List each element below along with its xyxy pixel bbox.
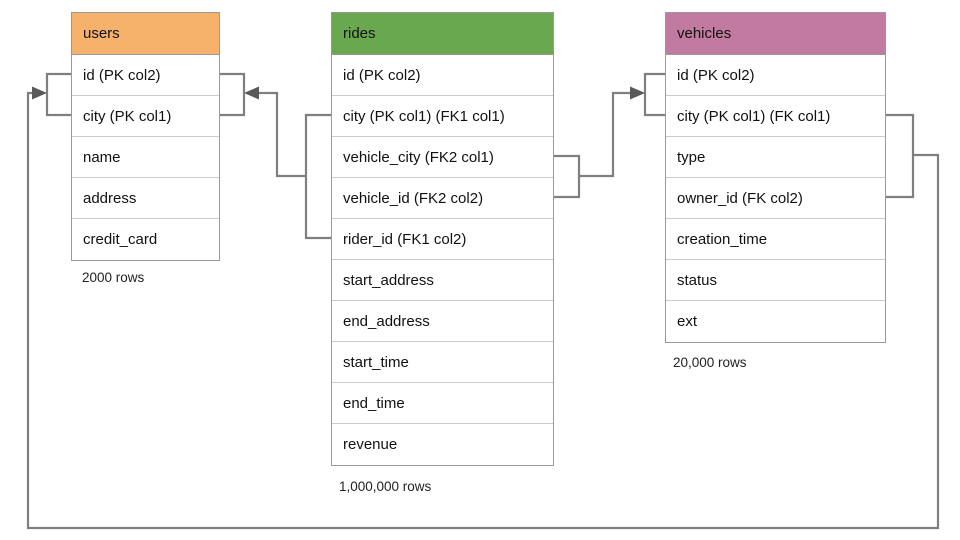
column-label: address — [83, 190, 137, 207]
entity-vehicles[interactable]: vehicles id (PK col2) city (PK col1) (FK… — [665, 12, 886, 343]
column-rides-end-time[interactable]: end_time — [332, 383, 553, 424]
column-rides-start-time[interactable]: start_time — [332, 342, 553, 383]
connector-rides-fk2-bracket — [554, 154, 581, 199]
column-users-city[interactable]: city (PK col1) — [72, 96, 219, 137]
column-rides-revenue[interactable]: revenue — [332, 424, 553, 465]
column-rides-vehicle-city[interactable]: vehicle_city (FK2 col1) — [332, 137, 553, 178]
column-vehicles-ext[interactable]: ext — [666, 301, 885, 342]
column-users-credit-card[interactable]: credit_card — [72, 219, 219, 260]
column-label: credit_card — [83, 231, 158, 248]
column-vehicles-type[interactable]: type — [666, 137, 885, 178]
connector-users-left-bracket — [45, 72, 71, 117]
column-label: start_address — [343, 272, 434, 289]
row-count-label: 2000 rows — [82, 270, 145, 285]
connector-users-right-bracket — [220, 72, 246, 117]
row-count-label: 1,000,000 rows — [339, 479, 432, 494]
column-label: rider_id (FK1 col2) — [343, 231, 467, 248]
column-vehicles-owner-id[interactable]: owner_id (FK col2) — [666, 178, 885, 219]
arrowhead-into-users-left — [32, 86, 47, 100]
column-label: vehicle_city (FK2 col1) — [343, 149, 494, 166]
entity-users-title: users — [83, 25, 120, 42]
column-rides-end-address[interactable]: end_address — [332, 301, 553, 342]
column-label: id (PK col2) — [677, 67, 755, 84]
entity-users[interactable]: users id (PK col2) city (PK col1) name a… — [71, 12, 220, 261]
column-label: vehicle_id (FK2 col2) — [343, 190, 484, 207]
column-users-address[interactable]: address — [72, 178, 219, 219]
column-label: end_time — [343, 395, 405, 412]
column-label: city (PK col1) — [83, 108, 172, 125]
column-label: city (PK col1) (FK col1) — [677, 108, 831, 125]
row-count-users: 2000 rows — [82, 270, 144, 285]
connector-vehicles-fk-bracket — [886, 113, 915, 199]
column-rides-id[interactable]: id (PK col2) — [332, 55, 553, 96]
column-users-name[interactable]: name — [72, 137, 219, 178]
arrowhead-into-vehicles-left — [630, 86, 645, 100]
column-label: creation_time — [677, 231, 768, 248]
entity-users-header: users — [72, 13, 219, 55]
column-rides-start-address[interactable]: start_address — [332, 260, 553, 301]
column-label: status — [677, 272, 718, 289]
column-vehicles-status[interactable]: status — [666, 260, 885, 301]
column-label: revenue — [343, 436, 398, 453]
column-label: type — [677, 149, 706, 166]
column-vehicles-city[interactable]: city (PK col1) (FK col1) — [666, 96, 885, 137]
column-label: city (PK col1) (FK1 col1) — [343, 108, 505, 125]
column-vehicles-creation-time[interactable]: creation_time — [666, 219, 885, 260]
column-users-id[interactable]: id (PK col2) — [72, 55, 219, 96]
column-label: ext — [677, 313, 698, 330]
column-rides-city[interactable]: city (PK col1) (FK1 col1) — [332, 96, 553, 137]
connector-rides-fk1-bracket — [304, 113, 331, 240]
entity-rides[interactable]: rides id (PK col2) city (PK col1) (FK1 c… — [331, 12, 554, 466]
entity-vehicles-header: vehicles — [666, 13, 885, 55]
connector-vehicles-left-bracket — [643, 72, 665, 117]
column-vehicles-id[interactable]: id (PK col2) — [666, 55, 885, 96]
row-count-rides: 1,000,000 rows — [339, 479, 431, 494]
column-rides-vehicle-id[interactable]: vehicle_id (FK2 col2) — [332, 178, 553, 219]
entity-vehicles-title: vehicles — [677, 25, 732, 42]
column-label: end_address — [343, 313, 430, 330]
column-label: start_time — [343, 354, 409, 371]
column-rides-rider-id[interactable]: rider_id (FK1 col2) — [332, 219, 553, 260]
column-label: owner_id (FK col2) — [677, 190, 803, 207]
connector-rides-fk2-run — [579, 91, 637, 178]
connector-rides-fk1-run — [252, 91, 306, 178]
column-label: id (PK col2) — [343, 67, 421, 84]
entity-rides-header: rides — [332, 13, 553, 55]
row-count-vehicles: 20,000 rows — [673, 355, 747, 370]
column-label: id (PK col2) — [83, 67, 161, 84]
entity-rides-title: rides — [343, 25, 376, 42]
column-label: name — [83, 149, 121, 166]
arrowhead-into-users-right — [244, 86, 259, 100]
row-count-label: 20,000 rows — [673, 355, 747, 370]
